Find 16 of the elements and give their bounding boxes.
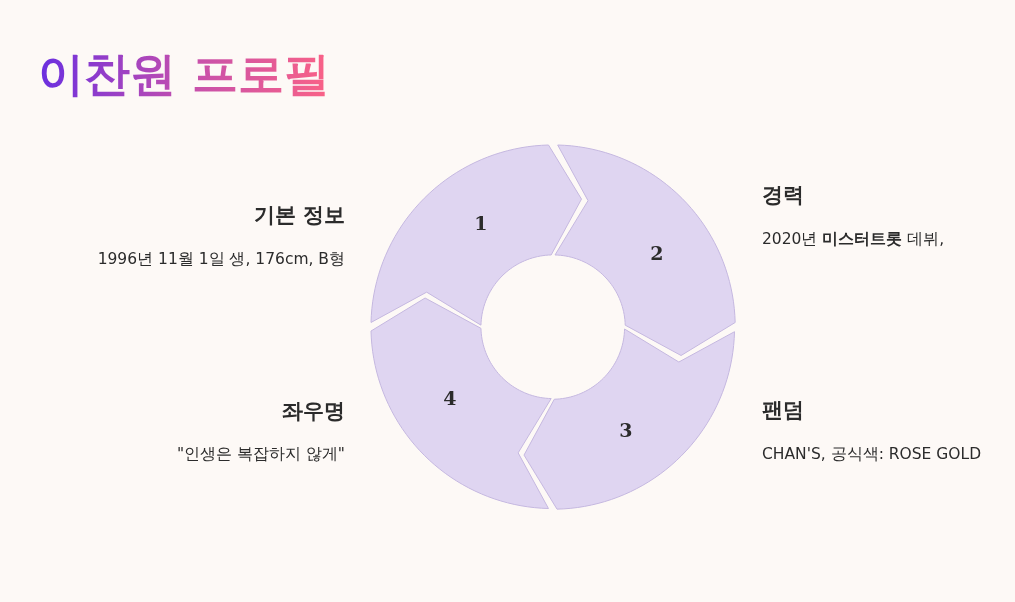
section-text: 2020년 미스터트롯 데뷔, xyxy=(762,229,945,250)
section-text: "인생은 복잡하지 않게" xyxy=(176,444,345,465)
arrow-segment xyxy=(371,145,582,326)
section-text: 1996년 11월 1일 생, 176cm, B형 xyxy=(97,249,345,270)
section-heading: 좌우명 xyxy=(282,398,345,425)
arrow-segment xyxy=(554,145,735,356)
arrow-segment xyxy=(371,298,552,509)
section-text: CHAN'S, 공식색: ROSE GOLD xyxy=(762,444,982,465)
step-number: 4 xyxy=(443,387,457,409)
section-heading: 팬덤 xyxy=(762,397,804,424)
section-heading: 기본 정보 xyxy=(253,202,345,229)
arrow-segment xyxy=(524,328,735,509)
section-heading: 경력 xyxy=(762,182,804,209)
step-number: 2 xyxy=(650,242,664,264)
step-number: 1 xyxy=(474,212,488,234)
step-number: 3 xyxy=(619,419,633,441)
